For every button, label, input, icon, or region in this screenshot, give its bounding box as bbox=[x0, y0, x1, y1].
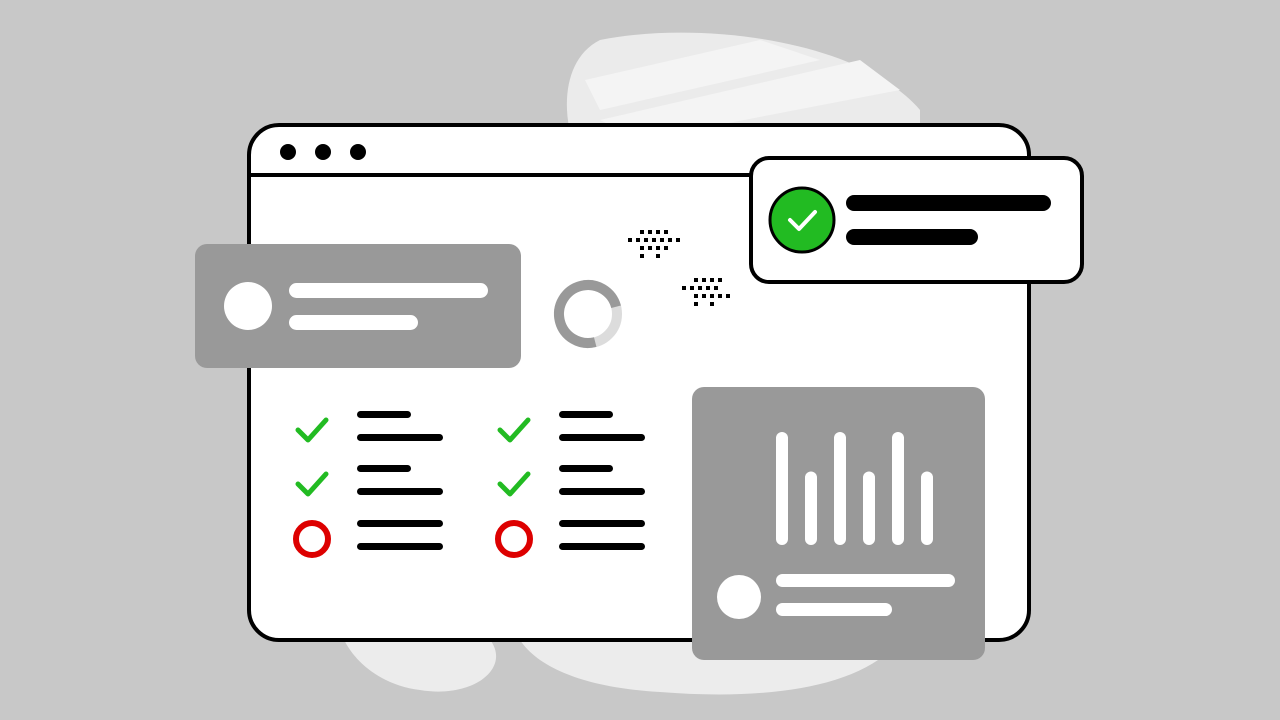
empty-circle-icon bbox=[495, 520, 533, 558]
window-control-dot[interactable] bbox=[350, 144, 366, 160]
empty-circle-icon bbox=[293, 520, 331, 558]
text-line-placeholder bbox=[357, 465, 411, 472]
background-blob-bottom bbox=[340, 630, 497, 692]
text-line-placeholder bbox=[846, 229, 978, 245]
check-icon bbox=[497, 471, 531, 497]
background-stripe bbox=[600, 60, 900, 140]
dot-pattern-decoration bbox=[682, 278, 730, 306]
check-icon bbox=[295, 417, 329, 443]
chart-bar bbox=[892, 432, 904, 545]
dot-pattern-decoration bbox=[628, 230, 680, 258]
chart-bar bbox=[834, 432, 846, 545]
chart-bar bbox=[921, 471, 933, 545]
chart-card[interactable] bbox=[692, 387, 985, 660]
text-line-placeholder bbox=[357, 543, 443, 550]
text-line-placeholder bbox=[289, 283, 488, 298]
window-control-dot[interactable] bbox=[315, 144, 331, 160]
checklist-item[interactable] bbox=[497, 465, 645, 497]
background-stripe bbox=[585, 40, 820, 110]
avatar bbox=[717, 575, 761, 619]
chart-bar bbox=[805, 471, 817, 545]
success-notification[interactable] bbox=[749, 156, 1084, 284]
chart-bar bbox=[776, 432, 788, 545]
text-line-placeholder bbox=[289, 315, 418, 330]
text-line-placeholder bbox=[559, 488, 645, 495]
bar-chart-icon bbox=[776, 432, 933, 545]
checklist-item[interactable] bbox=[495, 520, 645, 558]
checklist bbox=[293, 411, 645, 558]
chart-bar bbox=[863, 471, 875, 545]
check-mark bbox=[788, 210, 817, 231]
window-control-dot[interactable] bbox=[280, 144, 296, 160]
avatar bbox=[224, 282, 272, 330]
text-line-placeholder bbox=[559, 434, 645, 441]
text-line-placeholder bbox=[559, 465, 613, 472]
checklist-item[interactable] bbox=[497, 411, 645, 443]
check-icon bbox=[295, 471, 329, 497]
check-icon bbox=[497, 417, 531, 443]
text-line-placeholder bbox=[357, 434, 443, 441]
loading-ring-icon bbox=[554, 280, 622, 348]
checklist-item[interactable] bbox=[293, 520, 443, 558]
text-line-placeholder bbox=[776, 603, 892, 616]
text-line-placeholder bbox=[776, 574, 955, 587]
text-line-placeholder bbox=[559, 411, 613, 418]
text-line-placeholder bbox=[559, 520, 645, 527]
text-line-placeholder bbox=[357, 488, 443, 495]
checklist-item[interactable] bbox=[295, 411, 443, 443]
text-line-placeholder bbox=[846, 195, 1051, 211]
text-line-placeholder bbox=[357, 520, 443, 527]
checklist-item[interactable] bbox=[295, 465, 443, 497]
text-line-placeholder bbox=[559, 543, 645, 550]
success-check-icon bbox=[768, 186, 836, 254]
user-card[interactable] bbox=[195, 244, 521, 368]
text-line-placeholder bbox=[357, 411, 411, 418]
